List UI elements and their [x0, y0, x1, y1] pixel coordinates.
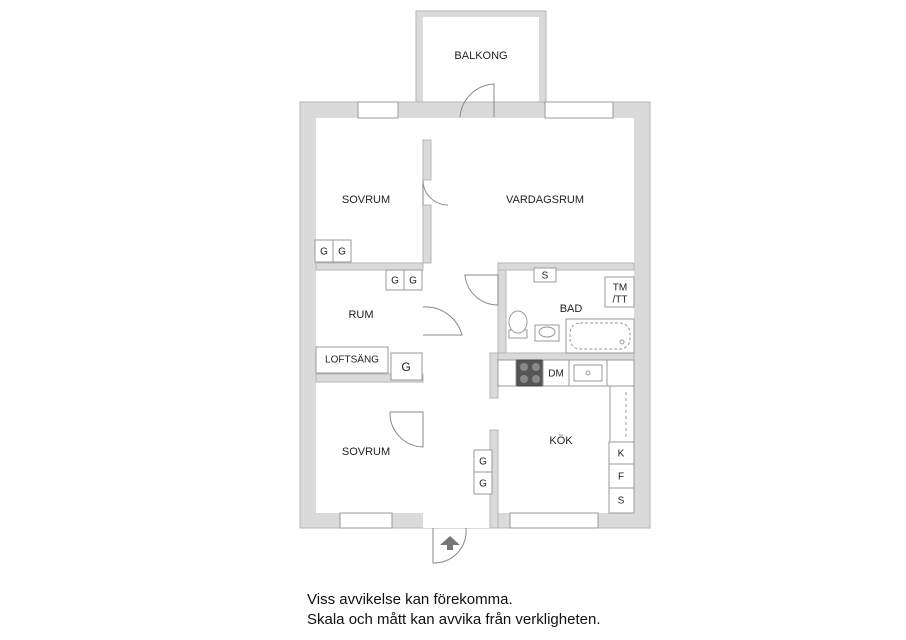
wardrobe-label: G — [320, 247, 328, 258]
wardrobe-label: G — [479, 479, 487, 490]
balcony-door — [459, 83, 495, 118]
wall-bedroom-bottom-top — [315, 373, 424, 383]
balcony-floor — [423, 17, 539, 109]
washer-dryer — [604, 276, 635, 308]
room-label: RUM — [348, 309, 373, 321]
bath-cabinet — [533, 267, 557, 283]
sink-icon — [568, 359, 608, 387]
loft-bed-label: LOFTSÄNG — [325, 354, 379, 366]
bedroom-bottom-floor — [316, 382, 423, 513]
wall-living-upper — [422, 139, 432, 181]
floor-plan: BALKONG SOVRUM VARDAGSRUM RUM BAD KÖK SO… — [299, 10, 651, 564]
kitchen-cabinet — [608, 487, 635, 514]
window — [509, 512, 599, 529]
kitchen-counter — [606, 359, 635, 387]
wall-room-top — [315, 262, 424, 271]
wardrobe-label: G — [338, 247, 346, 258]
fridge-label: K — [618, 449, 625, 460]
stove-icon — [516, 359, 544, 387]
freezer-label: F — [618, 472, 624, 483]
disclaimer: Viss avvikelse kan förekomma. Skala och … — [307, 590, 600, 630]
wardrobe — [332, 239, 352, 263]
kitchen-cabinet-label: S — [618, 496, 625, 507]
loft-bed — [315, 346, 389, 374]
wardrobe-label: G — [391, 276, 399, 287]
wall-living-mid — [422, 204, 432, 264]
balcony-label: BALKONG — [454, 50, 507, 62]
washer-dryer-label: TM — [613, 283, 627, 294]
wall-bath-left — [497, 262, 507, 354]
washer-dryer-label: /TT — [613, 295, 628, 306]
bedroom-top-label: SOVRUM — [342, 194, 390, 206]
disclaimer-line-2: Skala och mått kan avvika från verklighe… — [307, 611, 601, 628]
entrance-door — [432, 527, 467, 564]
window — [357, 101, 399, 119]
door — [464, 274, 499, 306]
wardrobe — [390, 352, 423, 381]
bath-cabinet-label: S — [542, 271, 549, 282]
wall-kitchen-left-upper — [489, 352, 499, 399]
dishwasher-label: DM — [548, 369, 564, 380]
kitchen-label: KÖK — [549, 435, 573, 447]
bathtub-icon — [565, 318, 635, 354]
wall-bath-top — [497, 262, 635, 271]
wardrobe-label: G — [409, 276, 417, 287]
window — [339, 512, 393, 529]
living-room-label: VARDAGSRUM — [506, 194, 584, 206]
wardrobe-label: G — [479, 457, 487, 468]
bedroom-bottom-label: SOVRUM — [342, 446, 390, 458]
wardrobe-label: G — [401, 360, 410, 374]
window — [544, 101, 614, 119]
entrance-arrow-icon — [440, 536, 460, 550]
door — [389, 411, 424, 448]
bath-label: BAD — [560, 303, 583, 315]
bedroom-top-floor — [316, 118, 423, 263]
washbasin-icon — [534, 324, 560, 342]
wardrobe — [403, 269, 423, 291]
toilet-icon — [508, 310, 528, 339]
disclaimer-line-1: Viss avvikelse kan förekomma. — [307, 591, 513, 608]
kitchen-counter — [609, 385, 635, 443]
door — [422, 306, 463, 336]
wall-kitchen-top — [489, 352, 635, 361]
kitchen-counter — [497, 359, 517, 387]
